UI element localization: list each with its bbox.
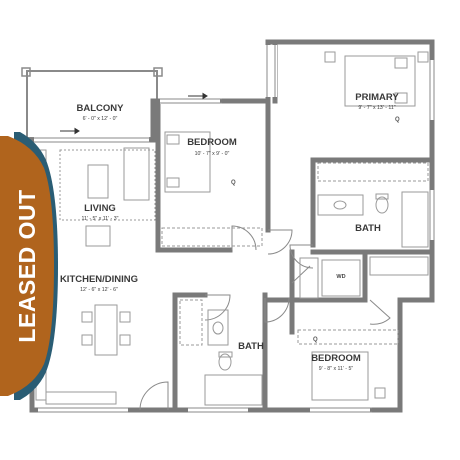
closet-marker: Q: [395, 117, 400, 123]
bedroom1-dimensions: 10' - 7" x 9' - 0": [195, 151, 230, 157]
balcony-label: BALCONY: [77, 103, 125, 114]
kitchen-dining-label: KITCHEN/DINING: [60, 274, 138, 285]
primary-dimensions: 9' - 7" x 13' - 11": [358, 105, 395, 111]
bath2-label: BATH: [238, 341, 264, 352]
bath1-label: BATH: [355, 223, 381, 234]
openings: [34, 45, 435, 413]
primary-label: PRIMARY: [355, 92, 399, 103]
closet-marker: Q: [313, 337, 318, 343]
balcony-dimensions: 6' - 0" x 12' - 0": [83, 116, 118, 122]
closet-marker: Q: [231, 180, 236, 186]
badge-text: LEASED OUT: [14, 189, 40, 342]
slider-arrows: [60, 92, 208, 135]
doors: [139, 225, 391, 411]
washer-dryer-label: WD: [336, 274, 345, 280]
bedroom1-label: BEDROOM: [187, 137, 237, 148]
leased-out-badge: LEASED OUT: [0, 132, 58, 400]
living-label: LIVING: [84, 203, 116, 214]
bedroom2-dimensions: 9' - 8" x 11' - 5": [319, 366, 354, 372]
bedroom2-label: BEDROOM: [311, 353, 361, 364]
living-dimensions: 11' - 5" x 11' - 3": [82, 216, 119, 222]
kitchen-dining-dimensions: 12' - 6" x 12' - 6": [80, 287, 118, 293]
windows: [34, 45, 435, 413]
